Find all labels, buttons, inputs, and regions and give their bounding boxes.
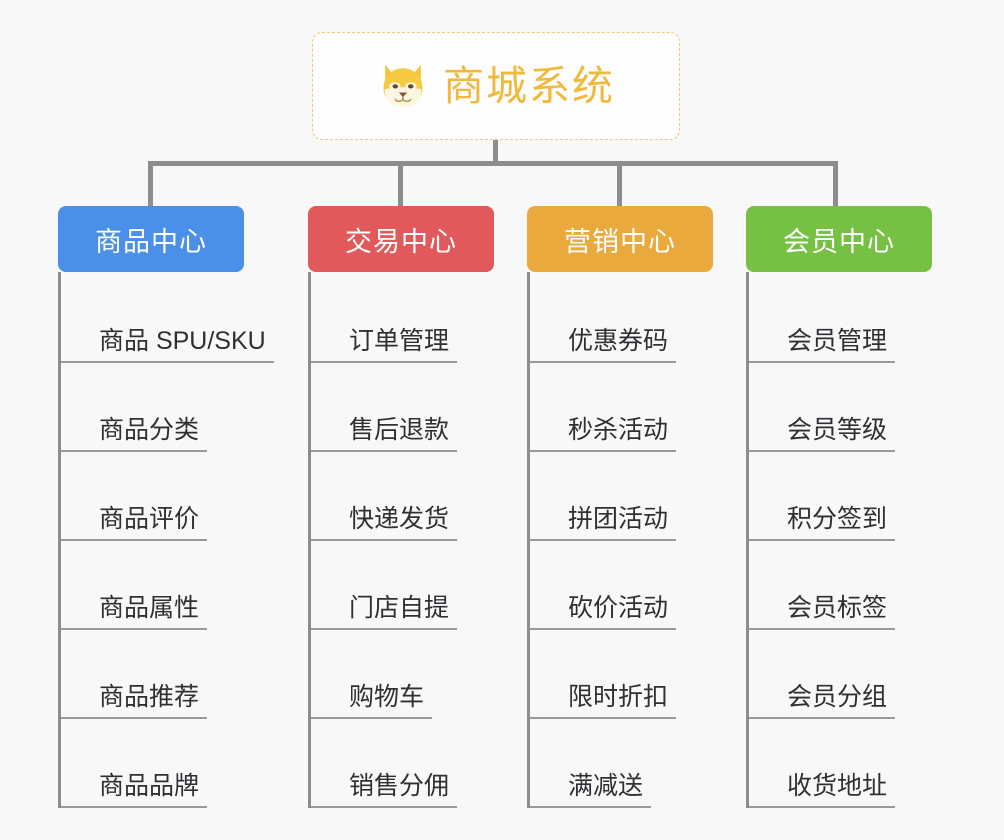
leaf-item-label: 满减送	[530, 772, 652, 808]
leaf-item-label: 积分签到	[749, 505, 896, 541]
leaf-item[interactable]: 商品推荐	[61, 630, 244, 719]
leaf-item[interactable]: 商品评价	[61, 452, 244, 541]
branch-header-4[interactable]: 会员中心	[746, 206, 932, 272]
leaf-item-label: 商品推荐	[61, 683, 208, 719]
leaf-item-label: 会员标签	[749, 594, 896, 630]
leaf-item[interactable]: 砍价活动	[530, 541, 713, 630]
leaf-item[interactable]: 商品属性	[61, 541, 244, 630]
connector-branch-4	[833, 161, 838, 206]
leaf-item[interactable]: 购物车	[311, 630, 494, 719]
leaf-item[interactable]: 商品 SPU/SKU	[61, 274, 274, 363]
leaf-item[interactable]: 满减送	[530, 719, 713, 808]
leaf-item[interactable]: 门店自提	[311, 541, 494, 630]
leaf-item-label: 商品评价	[61, 505, 208, 541]
leaf-item[interactable]: 订单管理	[311, 274, 494, 363]
leaf-list-3: 优惠券码秒杀活动拼团活动砍价活动限时折扣满减送	[527, 272, 713, 808]
leaf-item[interactable]: 销售分佣	[311, 719, 494, 808]
branch-header-2[interactable]: 交易中心	[308, 206, 494, 272]
leaf-item-label: 拼团活动	[530, 505, 677, 541]
leaf-item-label: 购物车	[311, 683, 433, 719]
leaf-item[interactable]: 优惠券码	[530, 274, 713, 363]
branch-header-label: 商品中心	[95, 226, 207, 257]
leaf-item-label: 商品属性	[61, 594, 208, 630]
leaf-item[interactable]: 售后退款	[311, 363, 494, 452]
connector-horizontal-bus	[148, 161, 836, 166]
leaf-item-label: 商品品牌	[61, 772, 208, 808]
connector-branch-3	[617, 161, 622, 206]
connector-branch-1	[148, 161, 153, 206]
leaf-item-label: 砍价活动	[530, 594, 677, 630]
leaf-item[interactable]: 会员等级	[749, 363, 932, 452]
leaf-item-label: 优惠券码	[530, 327, 677, 363]
branch-column-3: 营销中心优惠券码秒杀活动拼团活动砍价活动限时折扣满减送	[527, 206, 713, 808]
leaf-item[interactable]: 拼团活动	[530, 452, 713, 541]
branch-header-label: 交易中心	[345, 226, 457, 257]
leaf-item-label: 限时折扣	[530, 683, 677, 719]
leaf-item[interactable]: 快递发货	[311, 452, 494, 541]
leaf-item-label: 订单管理	[311, 327, 458, 363]
leaf-item-label: 会员等级	[749, 416, 896, 452]
branch-header-label: 会员中心	[783, 226, 895, 257]
branch-header-label: 营销中心	[564, 226, 676, 257]
leaf-list-1: 商品 SPU/SKU 商品分类商品评价商品属性商品推荐商品品牌	[58, 272, 274, 808]
leaf-list-2: 订单管理售后退款快递发货门店自提购物车销售分佣	[308, 272, 494, 808]
branch-header-1[interactable]: 商品中心	[58, 206, 244, 272]
leaf-item-label: 商品分类	[61, 416, 208, 452]
branch-column-4: 会员中心会员管理会员等级积分签到会员标签会员分组收货地址	[746, 206, 932, 808]
leaf-item-label: 秒杀活动	[530, 416, 677, 452]
leaf-item[interactable]: 会员标签	[749, 541, 932, 630]
root-title: 商城系统	[443, 62, 615, 109]
leaf-item[interactable]: 秒杀活动	[530, 363, 713, 452]
leaf-item[interactable]: 限时折扣	[530, 630, 713, 719]
connector-root-stem	[493, 140, 498, 164]
connector-branch-2	[398, 161, 403, 206]
leaf-item-label: 快递发货	[311, 505, 458, 541]
leaf-item[interactable]: 商品品牌	[61, 719, 244, 808]
leaf-item[interactable]: 商品分类	[61, 363, 244, 452]
branch-column-1: 商品中心商品 SPU/SKU 商品分类商品评价商品属性商品推荐商品品牌	[58, 206, 274, 808]
branch-header-3[interactable]: 营销中心	[527, 206, 713, 272]
leaf-item[interactable]: 会员管理	[749, 274, 932, 363]
shiba-dog-face-icon	[383, 64, 423, 111]
leaf-list-4: 会员管理会员等级积分签到会员标签会员分组收货地址	[746, 272, 932, 808]
leaf-item-label: 售后退款	[311, 416, 458, 452]
leaf-item-label: 门店自提	[311, 594, 458, 630]
root-node[interactable]: 商城系统	[312, 32, 680, 140]
leaf-item[interactable]: 收货地址	[749, 719, 932, 808]
leaf-item[interactable]: 积分签到	[749, 452, 932, 541]
leaf-item-label: 销售分佣	[311, 772, 458, 808]
branch-column-2: 交易中心订单管理售后退款快递发货门店自提购物车销售分佣	[308, 206, 494, 808]
leaf-item-label: 会员分组	[749, 683, 896, 719]
leaf-item[interactable]: 会员分组	[749, 630, 932, 719]
leaf-item-label: 会员管理	[749, 327, 896, 363]
leaf-item-label: 商品 SPU/SKU	[61, 327, 274, 363]
leaf-item-label: 收货地址	[749, 772, 896, 808]
